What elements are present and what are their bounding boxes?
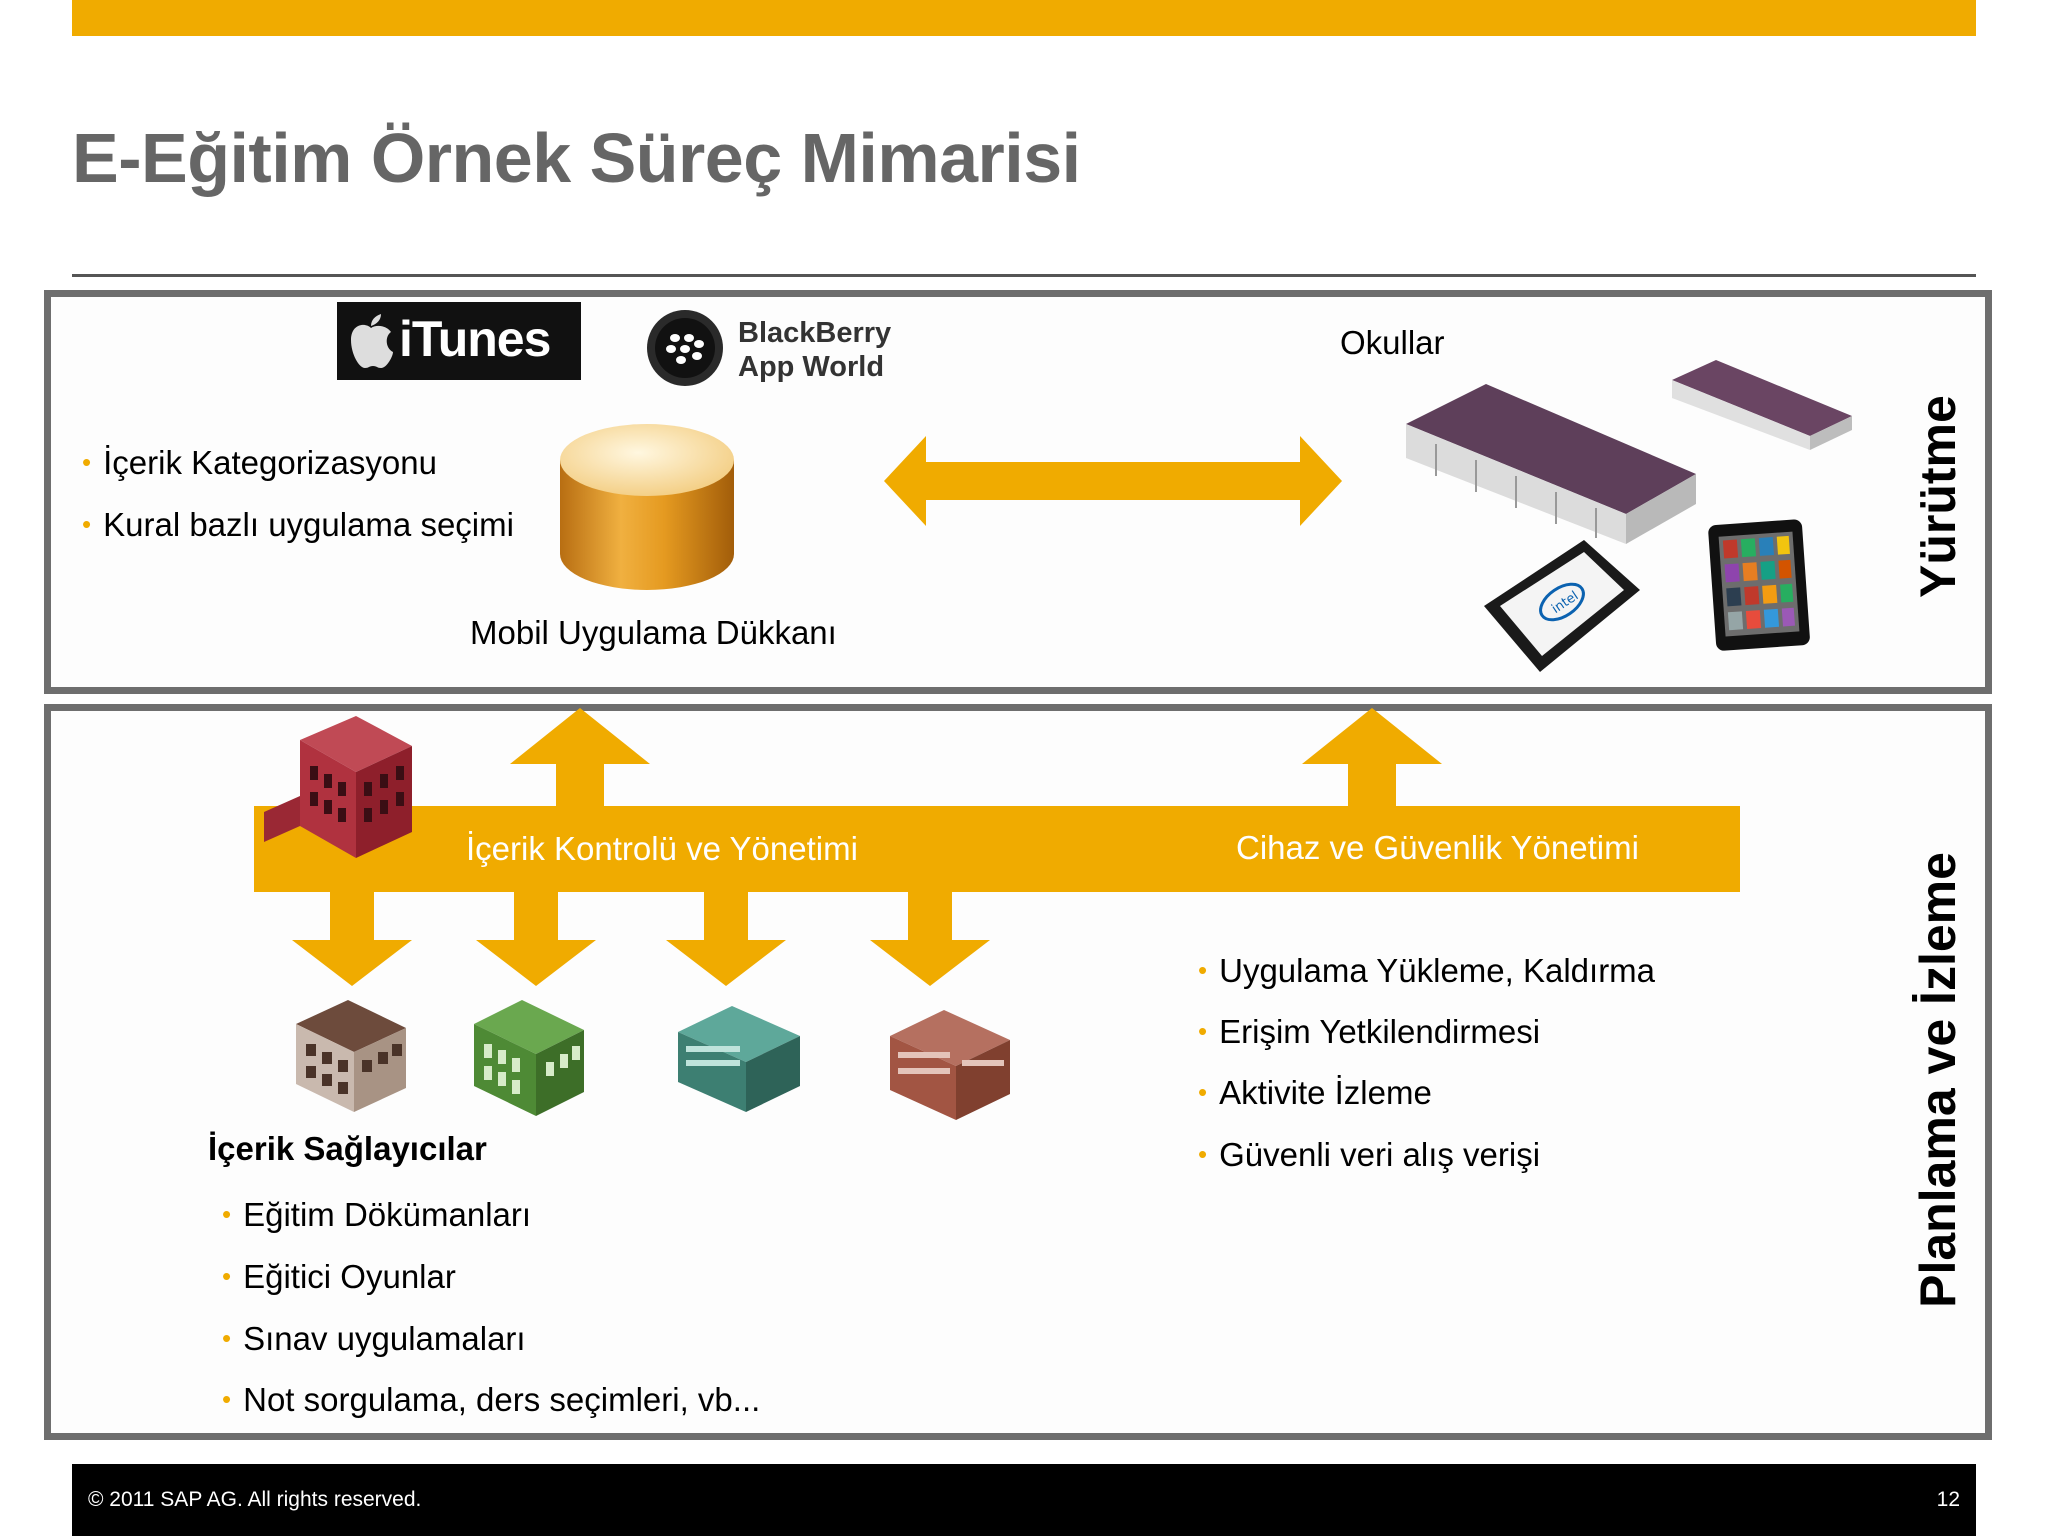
device-bullet-3: •Aktivite İzleme — [1198, 1074, 1432, 1111]
device-bullet-1-text: Uygulama Yükleme, Kaldırma — [1219, 952, 1656, 989]
device-security-label: Cihaz ve Güvenlik Yönetimi — [1236, 829, 1639, 866]
provider-bullet-1-text: Eğitim Dökümanları — [243, 1196, 532, 1233]
page-title: E-Eğitim Örnek Süreç Mimarisi — [72, 119, 1081, 197]
provider-bullet-4-text: Not sorgulama, ders seçimleri, vb... — [243, 1381, 761, 1418]
building-icon — [890, 1010, 1010, 1120]
building-icon — [296, 1000, 406, 1112]
device-bullet-2-text: Erişim Yetkilendirmesi — [1219, 1013, 1541, 1050]
provider-bullet-3: •Sınav uygulamaları — [222, 1320, 526, 1357]
tablet-icon: intel — [1484, 540, 1640, 672]
top-accent-bar — [72, 0, 1976, 36]
top-bullet-1: •İçerik Kategorizasyonu — [82, 444, 437, 481]
execution-side-label: Yürütme — [1910, 395, 1966, 598]
planning-side-label: Planlama ve İzleme — [1910, 852, 1966, 1308]
top-bullet-2-text: Kural bazlı uygulama seçimi — [103, 506, 514, 543]
top-bullet-2: •Kural bazlı uygulama seçimi — [82, 506, 514, 543]
page-number: 12 — [1936, 1488, 1960, 1511]
ipad-icon — [1708, 519, 1810, 651]
school-building-small-icon — [1672, 360, 1852, 450]
blackberry-icon — [647, 310, 723, 386]
red-building-icon — [264, 716, 412, 858]
building-icon — [678, 1006, 800, 1112]
school-building-icon — [1406, 384, 1696, 544]
database-icon — [560, 424, 734, 590]
blackberry-text: BlackBerry App World — [738, 316, 891, 384]
content-management-label: İçerik Kontrolü ve Yönetimi — [466, 830, 858, 867]
itunes-logo: iTunes — [337, 302, 581, 380]
provider-bullet-2: •Eğitici Oyunlar — [222, 1258, 456, 1295]
top-bullet-1-text: İçerik Kategorizasyonu — [103, 444, 437, 481]
apple-icon — [351, 314, 393, 368]
provider-bullet-4: •Not sorgulama, ders seçimleri, vb... — [222, 1381, 761, 1418]
provider-bullet-1: •Eğitim Dökümanları — [222, 1196, 532, 1233]
store-label: Mobil Uygulama Dükkanı — [470, 614, 837, 651]
device-bullet-1: •Uygulama Yükleme, Kaldırma — [1198, 952, 1656, 989]
device-bullet-2: •Erişim Yetkilendirmesi — [1198, 1013, 1541, 1050]
blackberry-line1: BlackBerry — [738, 317, 892, 349]
blackberry-line2: App World — [738, 351, 885, 383]
provider-bullet-2-text: Eğitici Oyunlar — [243, 1258, 456, 1295]
building-icon — [474, 1000, 584, 1116]
double-arrow-icon — [884, 436, 1342, 526]
provider-bullet-3-text: Sınav uygulamaları — [243, 1320, 526, 1357]
schools-label: Okullar — [1340, 324, 1445, 361]
footer: © 2011 SAP AG. All rights reserved. 12 — [72, 1464, 1976, 1536]
management-bar-arrows — [254, 708, 1740, 986]
device-bullet-4: •Güvenli veri alış verişi — [1198, 1136, 1541, 1173]
providers-heading: İçerik Sağlayıcılar — [208, 1130, 487, 1167]
itunes-text: iTunes — [399, 311, 551, 367]
device-bullet-3-text: Aktivite İzleme — [1219, 1074, 1432, 1111]
device-bullet-4-text: Güvenli veri alış verişi — [1219, 1136, 1541, 1173]
title-divider — [72, 274, 1976, 277]
copyright-text: © 2011 SAP AG. All rights reserved. — [88, 1488, 422, 1511]
